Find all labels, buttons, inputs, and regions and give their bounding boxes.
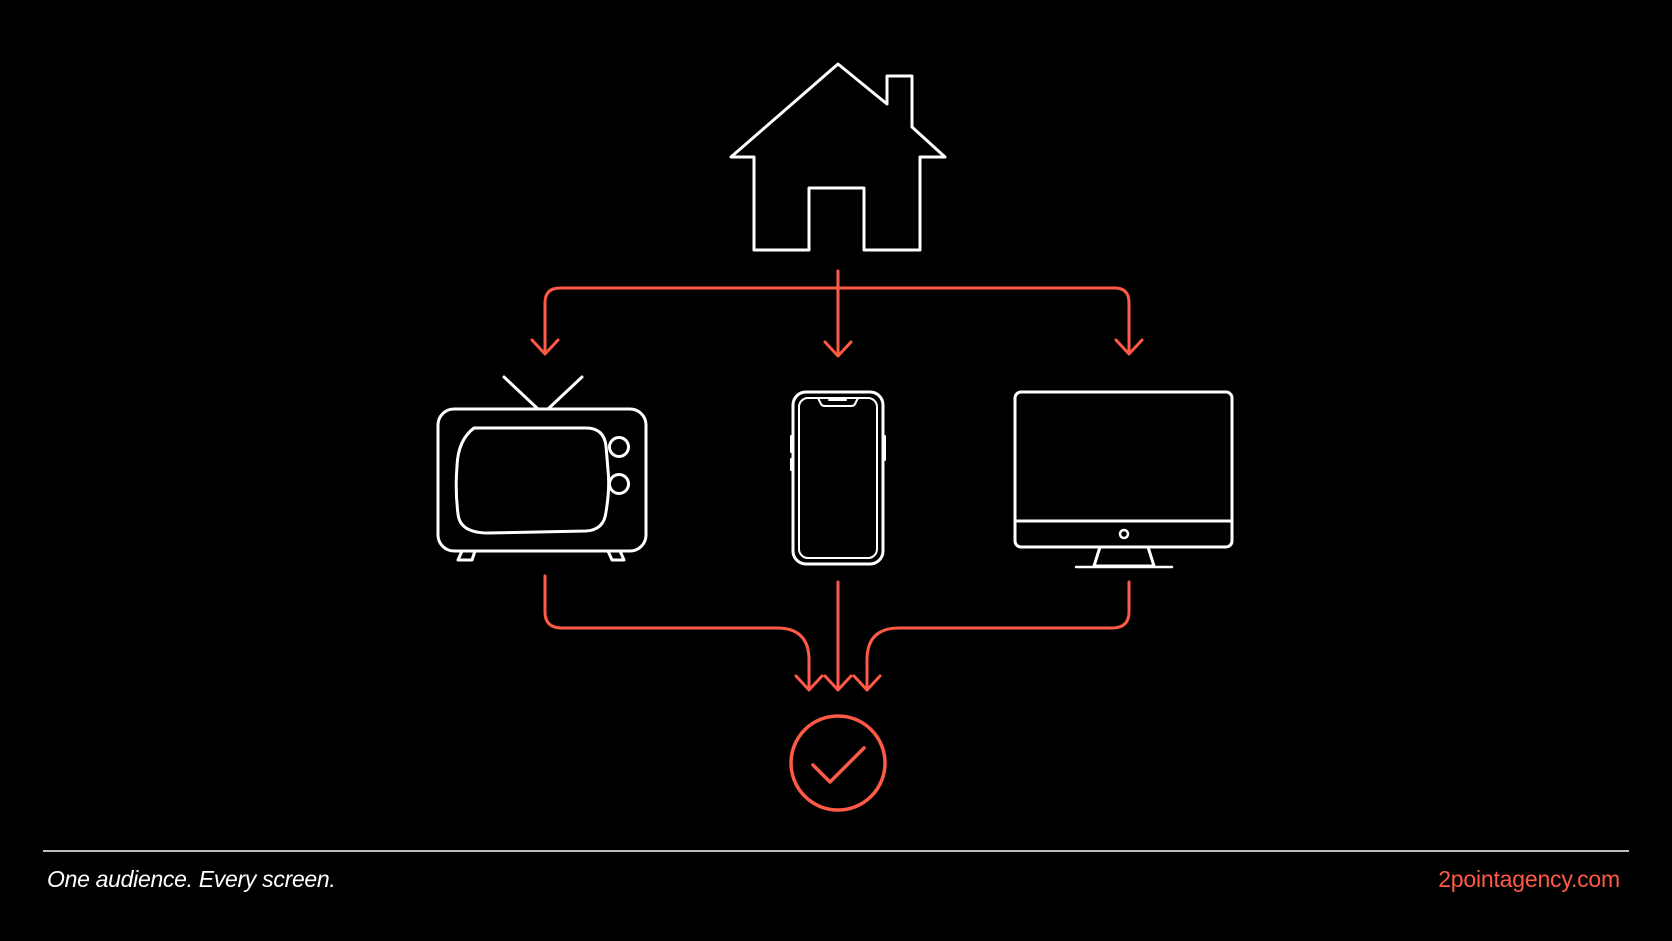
arrowhead-desktop-merge	[852, 674, 882, 692]
arrowhead-phone	[823, 340, 853, 358]
tv-icon	[436, 375, 648, 562]
convergence-arrows	[543, 574, 1131, 692]
arrow-to-desktop	[1113, 286, 1131, 354]
arrowhead-desktop	[1114, 338, 1144, 356]
arrowhead-phone-merge	[823, 674, 853, 692]
arrowhead-tv	[530, 338, 560, 356]
smartphone-icon	[790, 390, 886, 566]
check-circle-icon	[789, 714, 887, 812]
arrow-from-tv	[543, 574, 811, 690]
tagline: One audience. Every screen.	[47, 866, 336, 892]
desktop-monitor-icon	[1013, 390, 1234, 569]
distribution-arrows	[530, 269, 1144, 358]
arrow-to-tv	[543, 286, 1117, 354]
house-icon	[729, 62, 947, 252]
arrowhead-tv-merge	[794, 674, 824, 692]
website-link[interactable]: 2pointagency.com	[1438, 866, 1620, 892]
footer-divider	[43, 850, 1629, 852]
arrow-from-desktop	[865, 580, 1131, 690]
